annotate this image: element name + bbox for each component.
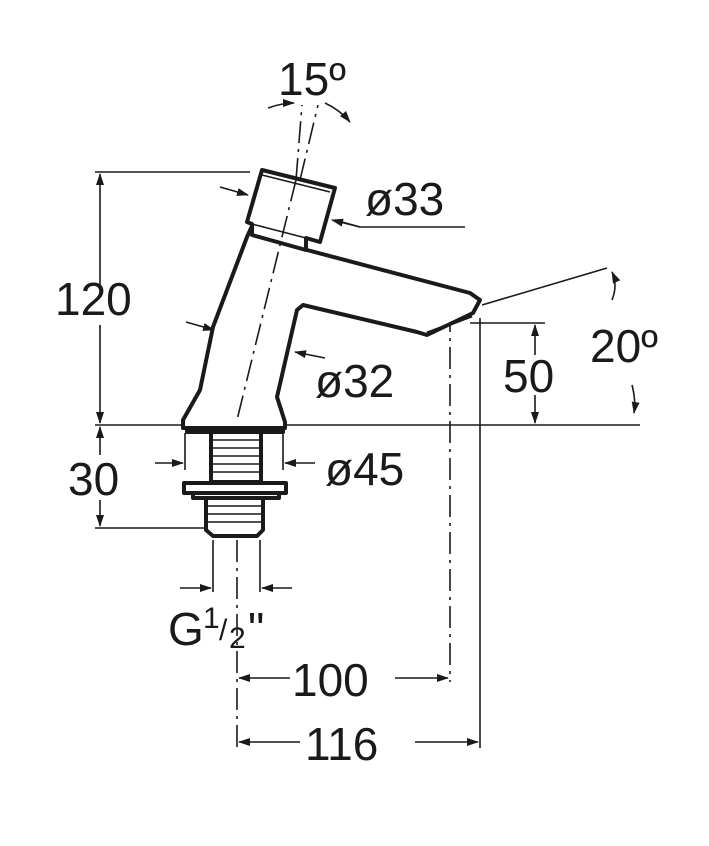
tap-outline bbox=[181, 168, 482, 538]
label-base-diameter: ø45 bbox=[325, 443, 404, 495]
thread-suffix: " bbox=[248, 603, 264, 655]
label-reach-inner: 100 bbox=[292, 654, 369, 706]
label-reach-outer: 116 bbox=[305, 718, 378, 770]
thread-sub: 2 bbox=[229, 622, 246, 655]
thread-sup: 1 bbox=[203, 602, 220, 635]
label-body-diameter: ø32 bbox=[315, 355, 394, 407]
label-spout-angle: 20º bbox=[590, 320, 658, 372]
label-angle-top: 15º bbox=[278, 53, 346, 105]
thread-slash: / bbox=[219, 614, 228, 647]
tap-body bbox=[181, 224, 482, 430]
thread-prefix: G bbox=[168, 603, 204, 655]
push-button-cap bbox=[245, 168, 337, 252]
label-height-total: 120 bbox=[55, 273, 132, 325]
thread-lower bbox=[204, 496, 265, 538]
label-base-height: 30 bbox=[68, 453, 119, 505]
label-spout-height: 50 bbox=[503, 350, 554, 402]
label-cap-diameter: ø33 bbox=[365, 173, 444, 225]
label-thread: G 1 / 2 " bbox=[168, 602, 264, 655]
dimension-lines bbox=[95, 99, 640, 748]
